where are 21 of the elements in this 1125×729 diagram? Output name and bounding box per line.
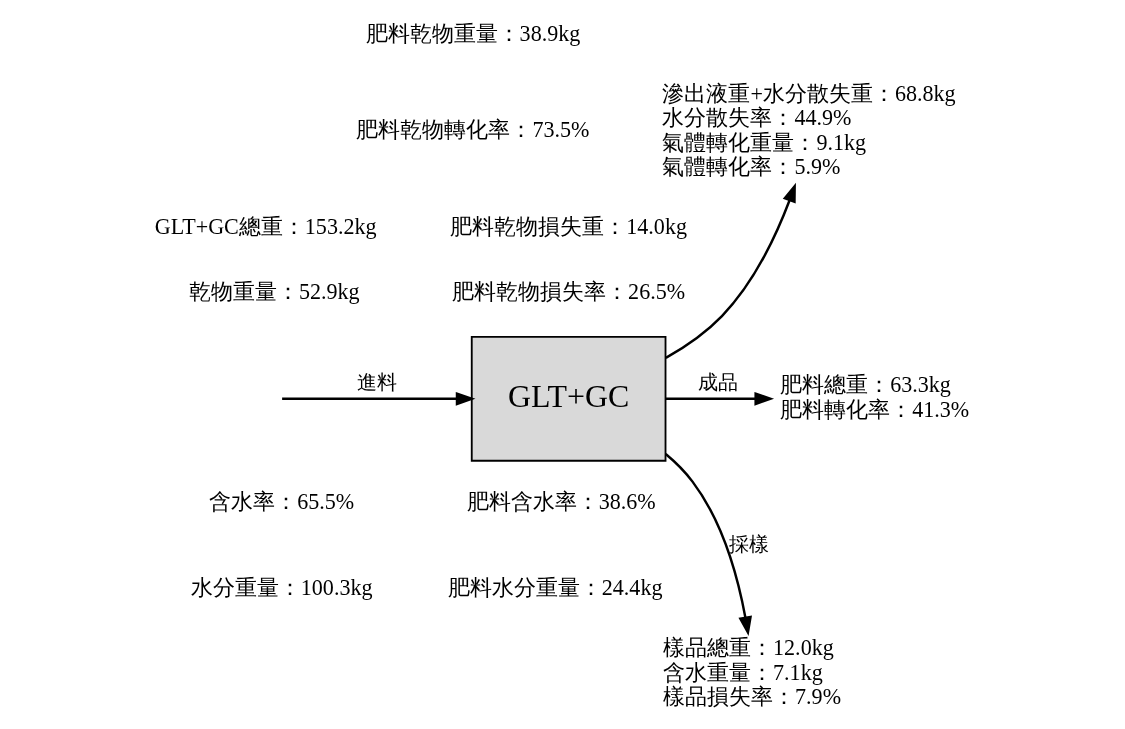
- edge-label: 進料: [356, 371, 397, 393]
- arrow: [282, 391, 476, 406]
- arrow: [664, 453, 752, 636]
- label: 乾物重量：52.9kg: [188, 279, 360, 305]
- label: GLT+GC總重：153.2kg: [154, 214, 377, 240]
- edge-label: 採樣: [728, 534, 769, 556]
- label: 肥料水分重量：24.4kg: [447, 574, 663, 600]
- label: 含水率：65.5%: [209, 489, 355, 515]
- label: 肥料含水率：38.6%: [466, 489, 656, 515]
- label: 肥料乾物損失率：26.5%: [452, 279, 686, 305]
- node-box: GLT+GC: [470, 336, 667, 462]
- label: 肥料乾物重量：38.9kg: [365, 20, 581, 46]
- node-text: 肥料總重：63.3kg 肥料轉化率：41.3%: [780, 371, 970, 422]
- edge-label: 成品: [697, 371, 738, 393]
- label: 水分重量：100.3kg: [190, 574, 373, 600]
- node-text: 樣品總重：12.0kg 含水重量：7.1kg 樣品損失率：7.9%: [663, 635, 842, 710]
- arrow: [665, 182, 796, 359]
- node-text: 滲出液重+水分散失重：68.8kg 水分散失率：44.9% 氣體轉化重量：9.1kg 氣體轉化率：5.9%: [662, 80, 956, 180]
- label: 肥料乾物損失重：14.0kg: [450, 214, 687, 240]
- arrow: [665, 391, 775, 406]
- label: 肥料乾物轉化率：73.5%: [356, 117, 590, 143]
